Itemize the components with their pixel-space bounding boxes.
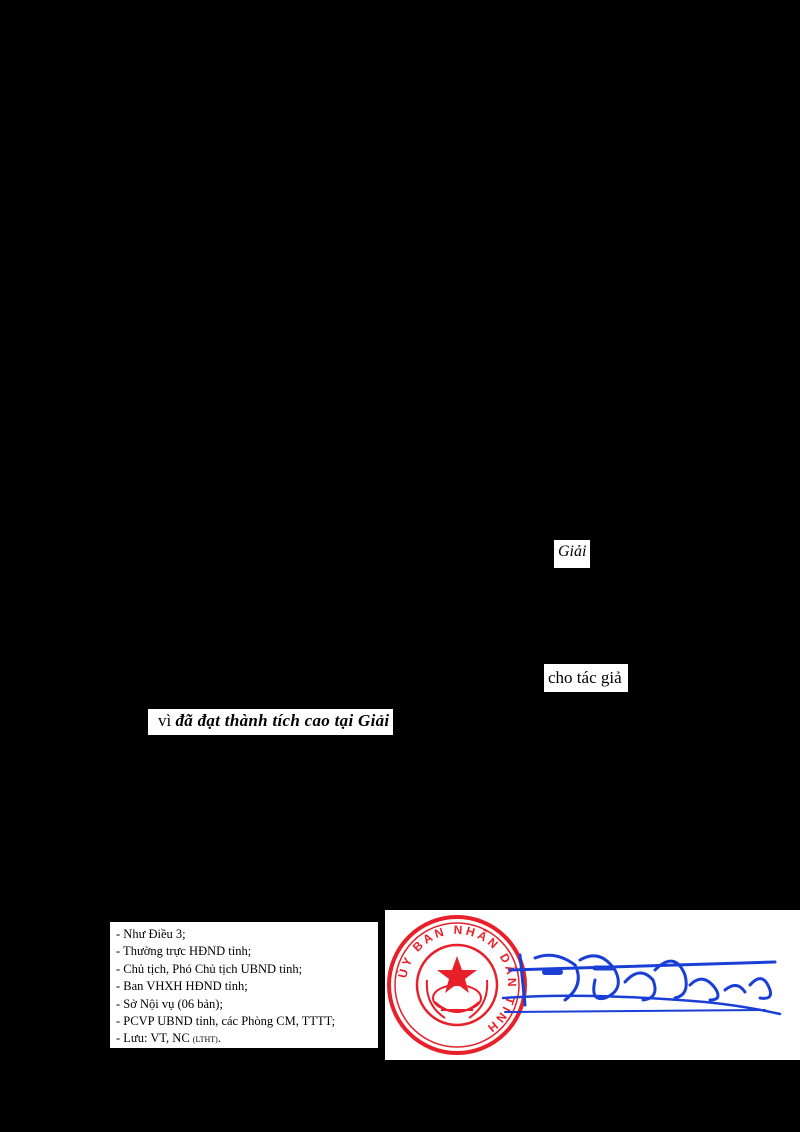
text-fragment-cho-tac-gia: cho tác giả [544, 664, 628, 692]
signature-icon [501, 953, 782, 1016]
official-seal-icon: ỦY BAN NHÂN DÂN TỈNH [387, 915, 527, 1055]
archive-suffix: . [217, 1031, 221, 1046]
recipient-item: - Như Điều 3; [116, 927, 186, 941]
achievement-emphasis-text: đã đạt thành tích cao tại Giải [175, 711, 390, 730]
text-fragment-achievement: vì đã đạt thành tích cao tại Giải [148, 709, 394, 735]
text-fragment-giai: Giải [554, 540, 591, 568]
giai-text: Giải [558, 543, 587, 560]
seal-and-signature: ỦY BAN NHÂN DÂN TỈNH [385, 910, 800, 1060]
recipient-item: - Chủ tịch, Phó Chủ tịch UBND tỉnh; [116, 961, 303, 976]
recipient-item: - Ban VHXH HĐND tỉnh; [116, 979, 248, 994]
seal-signature-graphic: ỦY BAN NHÂN DÂN TỈNH [387, 915, 782, 1055]
cho-tac-gia-text: cho tác giả [548, 668, 622, 687]
recipient-list: - Như Điều 3; - Thường trực HĐND tỉnh; -… [110, 922, 378, 1048]
recipient-item-archive: - Lưu: VT, NC (LTHT). [116, 1030, 378, 1048]
archive-prefix: - Lưu: VT, NC [116, 1031, 193, 1046]
recipient-item: - Sở Nội vụ (06 bản); [116, 996, 223, 1011]
vi-prefix-text: vì [158, 711, 176, 730]
recipient-item: - PCVP UBND tỉnh, các Phòng CM, TTTT; [116, 1014, 336, 1029]
archive-code: (LTHT) [192, 1035, 218, 1045]
recipient-item: - Thường trực HĐND tỉnh; [116, 944, 252, 959]
